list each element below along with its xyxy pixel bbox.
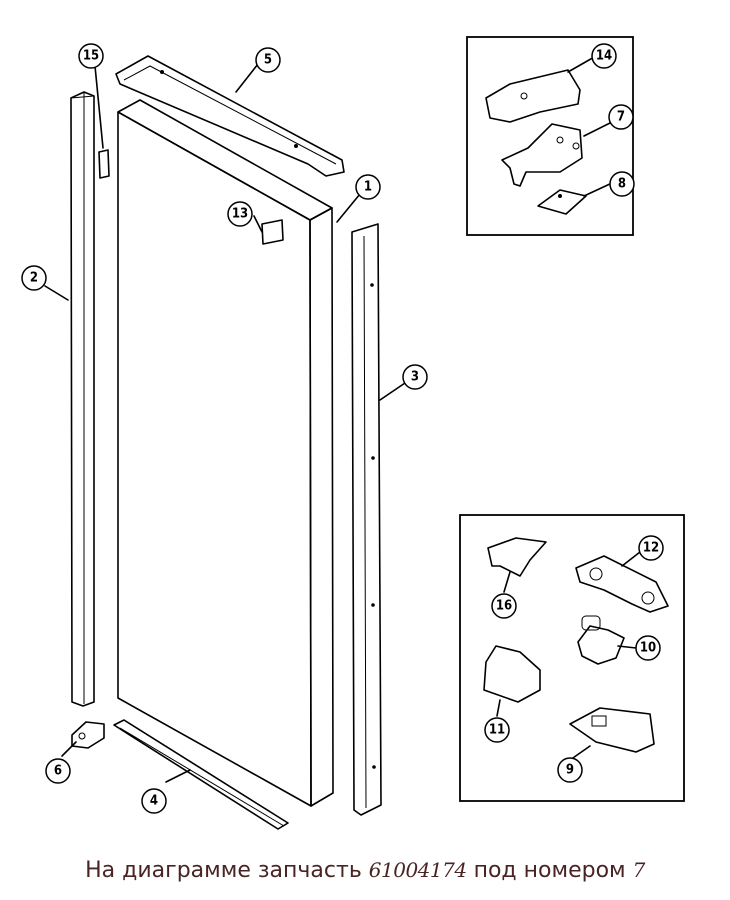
- caption-part-number: 61004174: [368, 858, 467, 882]
- svg-text:15: 15: [83, 49, 99, 64]
- hinge-bracket: [501, 123, 583, 187]
- callout-5: 5: [255, 47, 281, 73]
- svg-text:16: 16: [496, 599, 512, 614]
- svg-text:7: 7: [617, 110, 625, 125]
- label-plate: [261, 219, 284, 245]
- part-10-pin: [577, 615, 625, 665]
- callout-11: 11: [484, 717, 510, 743]
- callout-2: 2: [21, 265, 47, 291]
- svg-text:9: 9: [566, 763, 574, 778]
- callout-1: 1: [355, 174, 381, 200]
- caption-text-before: На диаграмме запчасть: [85, 858, 362, 883]
- left-strip: [70, 91, 95, 707]
- callout-7: 7: [608, 104, 634, 130]
- svg-text:1: 1: [364, 180, 372, 195]
- callout-8: 8: [609, 171, 635, 197]
- svg-text:3: 3: [411, 370, 419, 385]
- callout-4: 4: [141, 788, 167, 814]
- part-9-bracket: [569, 707, 655, 753]
- lower-bracket: [71, 721, 105, 749]
- hinge-detail-box: [466, 36, 634, 236]
- svg-text:12: 12: [643, 541, 659, 556]
- caption: На диаграмме запчасть 61004174 под номер…: [0, 858, 730, 883]
- svg-text:10: 10: [640, 641, 656, 656]
- svg-text:4: 4: [150, 794, 158, 809]
- callout-14: 14: [591, 43, 617, 69]
- svg-text:5: 5: [264, 53, 272, 68]
- svg-text:8: 8: [618, 177, 626, 192]
- svg-text:11: 11: [489, 723, 505, 738]
- part-11-cover: [483, 645, 541, 703]
- right-strip: [351, 223, 382, 816]
- parts-diagram: 1 2 3 4 5 6 7 8 9 10 11 12 13 14 15 16: [21, 36, 685, 830]
- callout-15: 15: [78, 43, 104, 69]
- callout-3: 3: [402, 364, 428, 390]
- svg-text:13: 13: [232, 207, 248, 222]
- bottom-strip: [113, 719, 289, 830]
- small-clip: [98, 149, 110, 179]
- callout-10: 10: [635, 635, 661, 661]
- leader-lines: [44, 55, 641, 783]
- callout-12: 12: [638, 535, 664, 561]
- hinge-cover: [485, 69, 581, 123]
- svg-text:14: 14: [596, 49, 612, 64]
- svg-text:6: 6: [54, 764, 62, 779]
- part-12-hinge: [575, 555, 669, 613]
- door-panel: [117, 99, 334, 807]
- svg-text:2: 2: [30, 271, 38, 286]
- callout-6: 6: [45, 758, 71, 784]
- hinge-shim: [537, 189, 587, 215]
- top-strip: [115, 55, 345, 177]
- callout-16: 16: [491, 593, 517, 619]
- caption-text-middle: под номером: [473, 858, 626, 883]
- part-16-bracket: [487, 537, 547, 577]
- caption-callout-number: 7: [632, 858, 646, 882]
- callout-13: 13: [227, 201, 253, 227]
- callout-9: 9: [557, 757, 583, 783]
